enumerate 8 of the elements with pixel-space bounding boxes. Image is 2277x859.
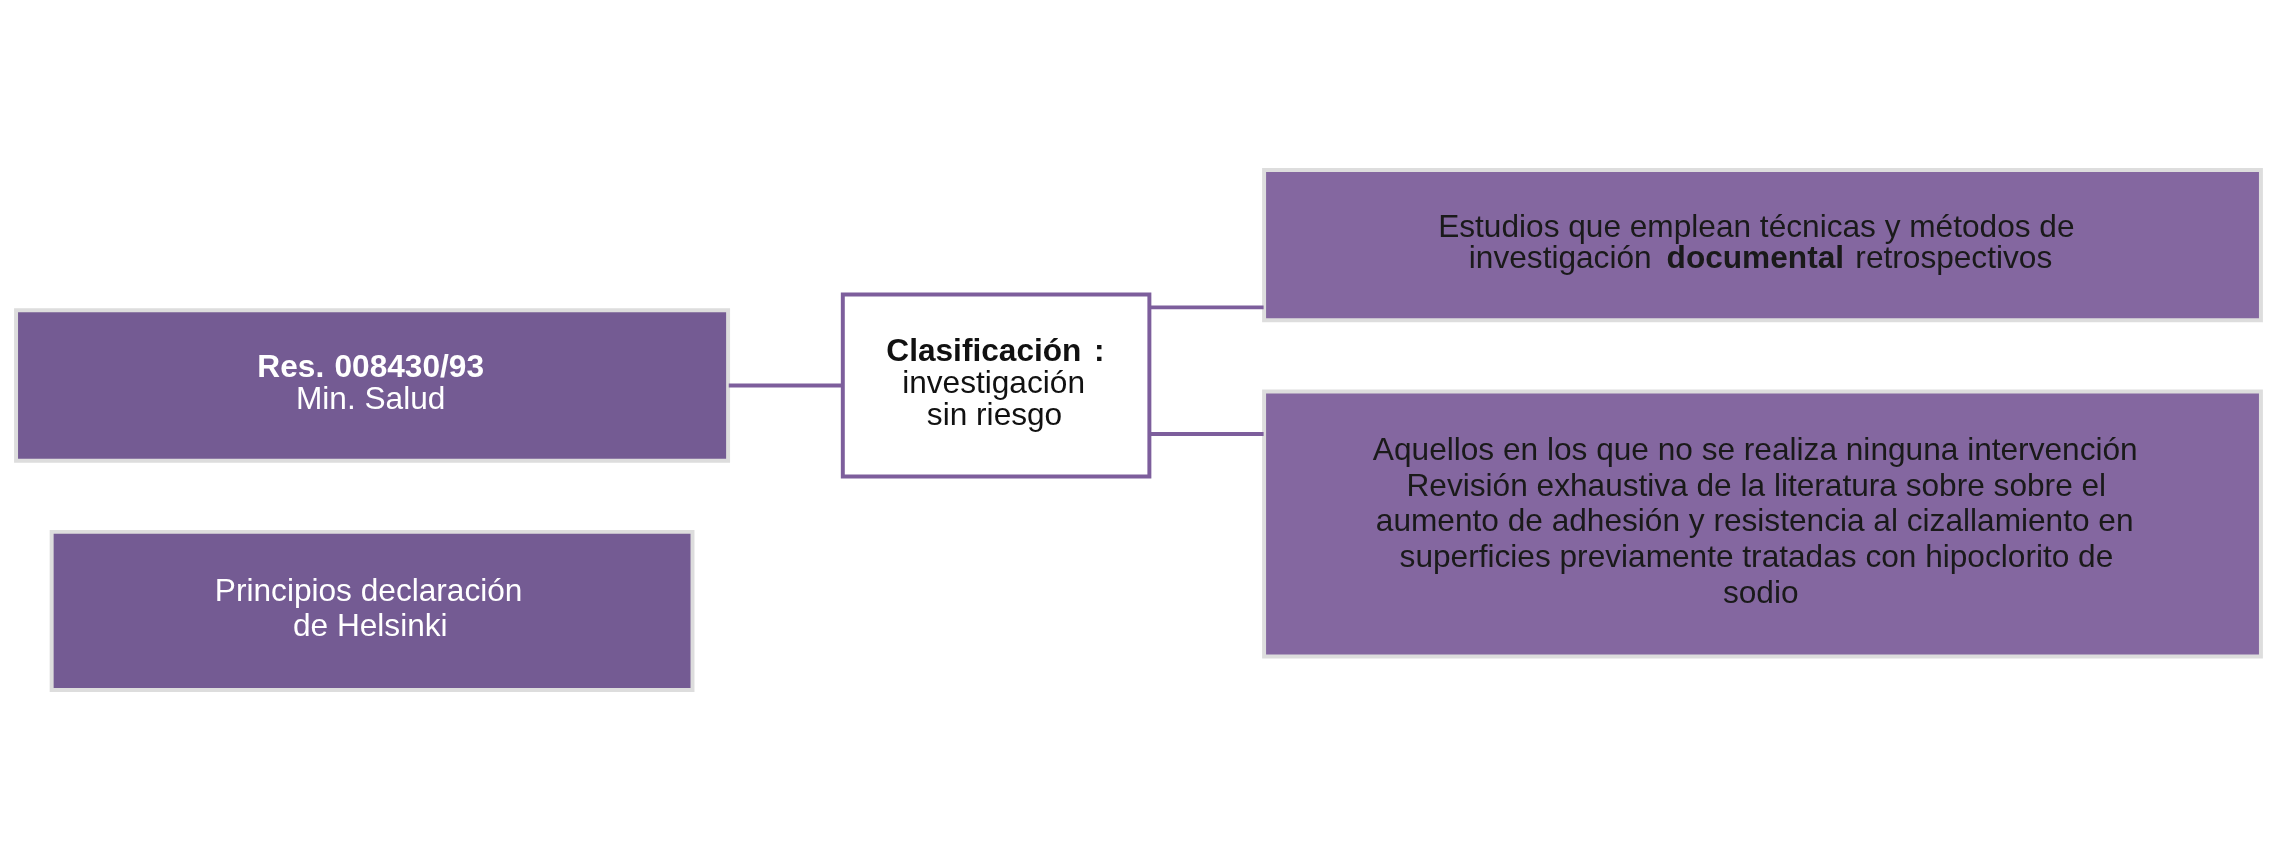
node-box: Clasificación : investigación sin riesgo [840, 292, 1152, 478]
node-box: Principios declaración de Helsinki [49, 529, 695, 692]
node-box: Res. 008430/93 Min. Salud [14, 307, 731, 463]
node-box: Estudios que emplean técnicas y métodos de investigación documental retrospectivos [1262, 167, 2263, 322]
node-box: Aquellos en los que no se realiza ninguna intervención Revisión exhaustiva de la literatura sobre sobre el aumento de adhesión y resistencia al cizallamiento en superficies previamente tratadas con hipoclorito de sodio [1262, 388, 2263, 658]
connector [1150, 304, 1264, 309]
connector [728, 383, 843, 387]
connector [1150, 431, 1264, 436]
